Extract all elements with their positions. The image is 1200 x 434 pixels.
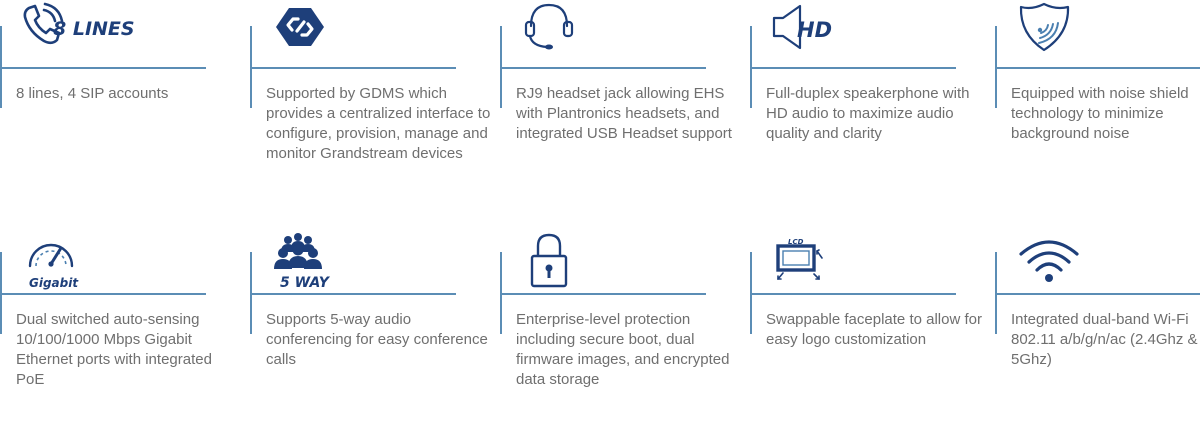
feature-hd-speaker: HD Full-duplex speakerphone with HD audi… bbox=[750, 0, 1000, 208]
feature-description: Full-duplex speakerphone with HD audio t… bbox=[766, 85, 970, 142]
gdms-logo-icon bbox=[270, 0, 380, 56]
headset-icon bbox=[520, 0, 630, 56]
conference-people-icon: 5 WAY bbox=[270, 226, 380, 291]
feature-security: Enterprise-level protection including se… bbox=[500, 226, 750, 434]
divider-horizontal bbox=[250, 293, 456, 295]
feature-badge: LCD bbox=[788, 238, 804, 246]
divider-horizontal bbox=[500, 293, 706, 295]
feature-headset: RJ9 headset jack allowing EHS with Plant… bbox=[500, 0, 750, 208]
feature-badge: HD bbox=[797, 18, 832, 42]
feature-gdms: Supported by GDMS which provides a centr… bbox=[250, 0, 500, 208]
gigabit-gauge-icon: Gigabit bbox=[20, 226, 130, 290]
divider-horizontal bbox=[0, 293, 206, 295]
feature-wifi: Integrated dual-band Wi-Fi 802.11 a/b/g/… bbox=[995, 226, 1200, 434]
divider-horizontal bbox=[0, 67, 206, 69]
hd-speaker-icon: HD bbox=[770, 0, 880, 56]
divider-horizontal bbox=[995, 67, 1200, 69]
phone-icon: 8 LINES bbox=[20, 0, 135, 56]
feature-5-way: 5 WAY Supports 5-way audio conferencing … bbox=[250, 226, 500, 434]
feature-noise-shield: Equipped with noise shield technology to… bbox=[995, 0, 1200, 208]
feature-badge: 5 WAY bbox=[280, 275, 331, 291]
feature-8-lines: 8 LINES 8 lines, 4 SIP accounts bbox=[0, 0, 250, 208]
feature-description: Enterprise-level protection including se… bbox=[516, 311, 730, 388]
divider-horizontal bbox=[750, 67, 956, 69]
feature-description: Swappable faceplate to allow for easy lo… bbox=[766, 311, 982, 348]
faceplate-lcd-icon: LCD bbox=[770, 226, 880, 282]
noise-shield-icon bbox=[1015, 0, 1125, 56]
divider-horizontal bbox=[995, 293, 1200, 295]
feature-description: Integrated dual-band Wi-Fi 802.11 a/b/g/… bbox=[1011, 311, 1198, 368]
divider-horizontal bbox=[250, 67, 456, 69]
feature-description: Dual switched auto-sensing 10/100/1000 M… bbox=[16, 311, 212, 388]
divider-horizontal bbox=[500, 67, 706, 69]
feature-faceplate: LCD Swappable faceplate to allow for eas… bbox=[750, 226, 1000, 434]
feature-description: 8 lines, 4 SIP accounts bbox=[16, 85, 169, 102]
feature-badge: 8 LINES bbox=[53, 18, 135, 40]
wifi-icon bbox=[1015, 226, 1125, 282]
feature-badge: Gigabit bbox=[29, 276, 79, 290]
feature-description: Equipped with noise shield technology to… bbox=[1011, 85, 1189, 142]
feature-gigabit: Gigabit Dual switched auto-sensing 10/10… bbox=[0, 226, 250, 434]
feature-description: Supports 5-way audio conferencing for ea… bbox=[266, 311, 488, 368]
feature-description: Supported by GDMS which provides a centr… bbox=[266, 85, 491, 162]
divider-horizontal bbox=[750, 293, 956, 295]
padlock-icon bbox=[520, 226, 630, 288]
feature-description: RJ9 headset jack allowing EHS with Plant… bbox=[516, 85, 732, 142]
